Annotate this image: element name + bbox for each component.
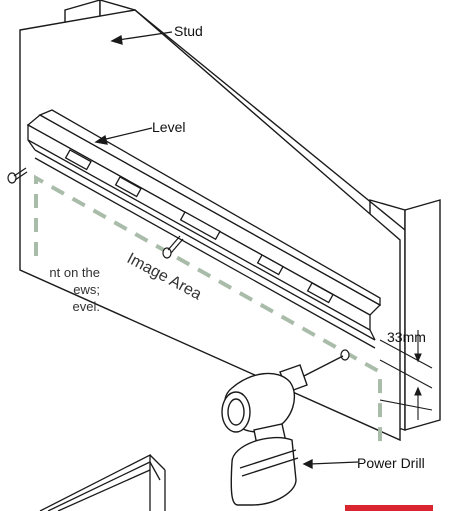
- dimension-label: 33mm: [387, 329, 426, 345]
- screw-center: [162, 235, 184, 259]
- note-line: ews;: [73, 282, 100, 297]
- stud-label: Stud: [174, 23, 203, 39]
- power-drill: [221, 355, 344, 506]
- leader-arrows: [94, 31, 359, 470]
- power-drill-label: Power Drill: [357, 455, 425, 471]
- level-label: Level: [152, 119, 186, 135]
- accent-bar: [345, 505, 433, 511]
- instruction-note: nt on the ews; evel.: [49, 264, 100, 315]
- note-line: nt on the: [49, 265, 100, 280]
- level-rail: [26, 109, 382, 349]
- partial-package: [39, 453, 166, 511]
- image-area-outline: [34, 174, 382, 445]
- screw-right: [340, 349, 350, 361]
- note-line: evel.: [72, 299, 100, 314]
- dimension-marker: [379, 330, 433, 420]
- screw-left: [7, 167, 28, 184]
